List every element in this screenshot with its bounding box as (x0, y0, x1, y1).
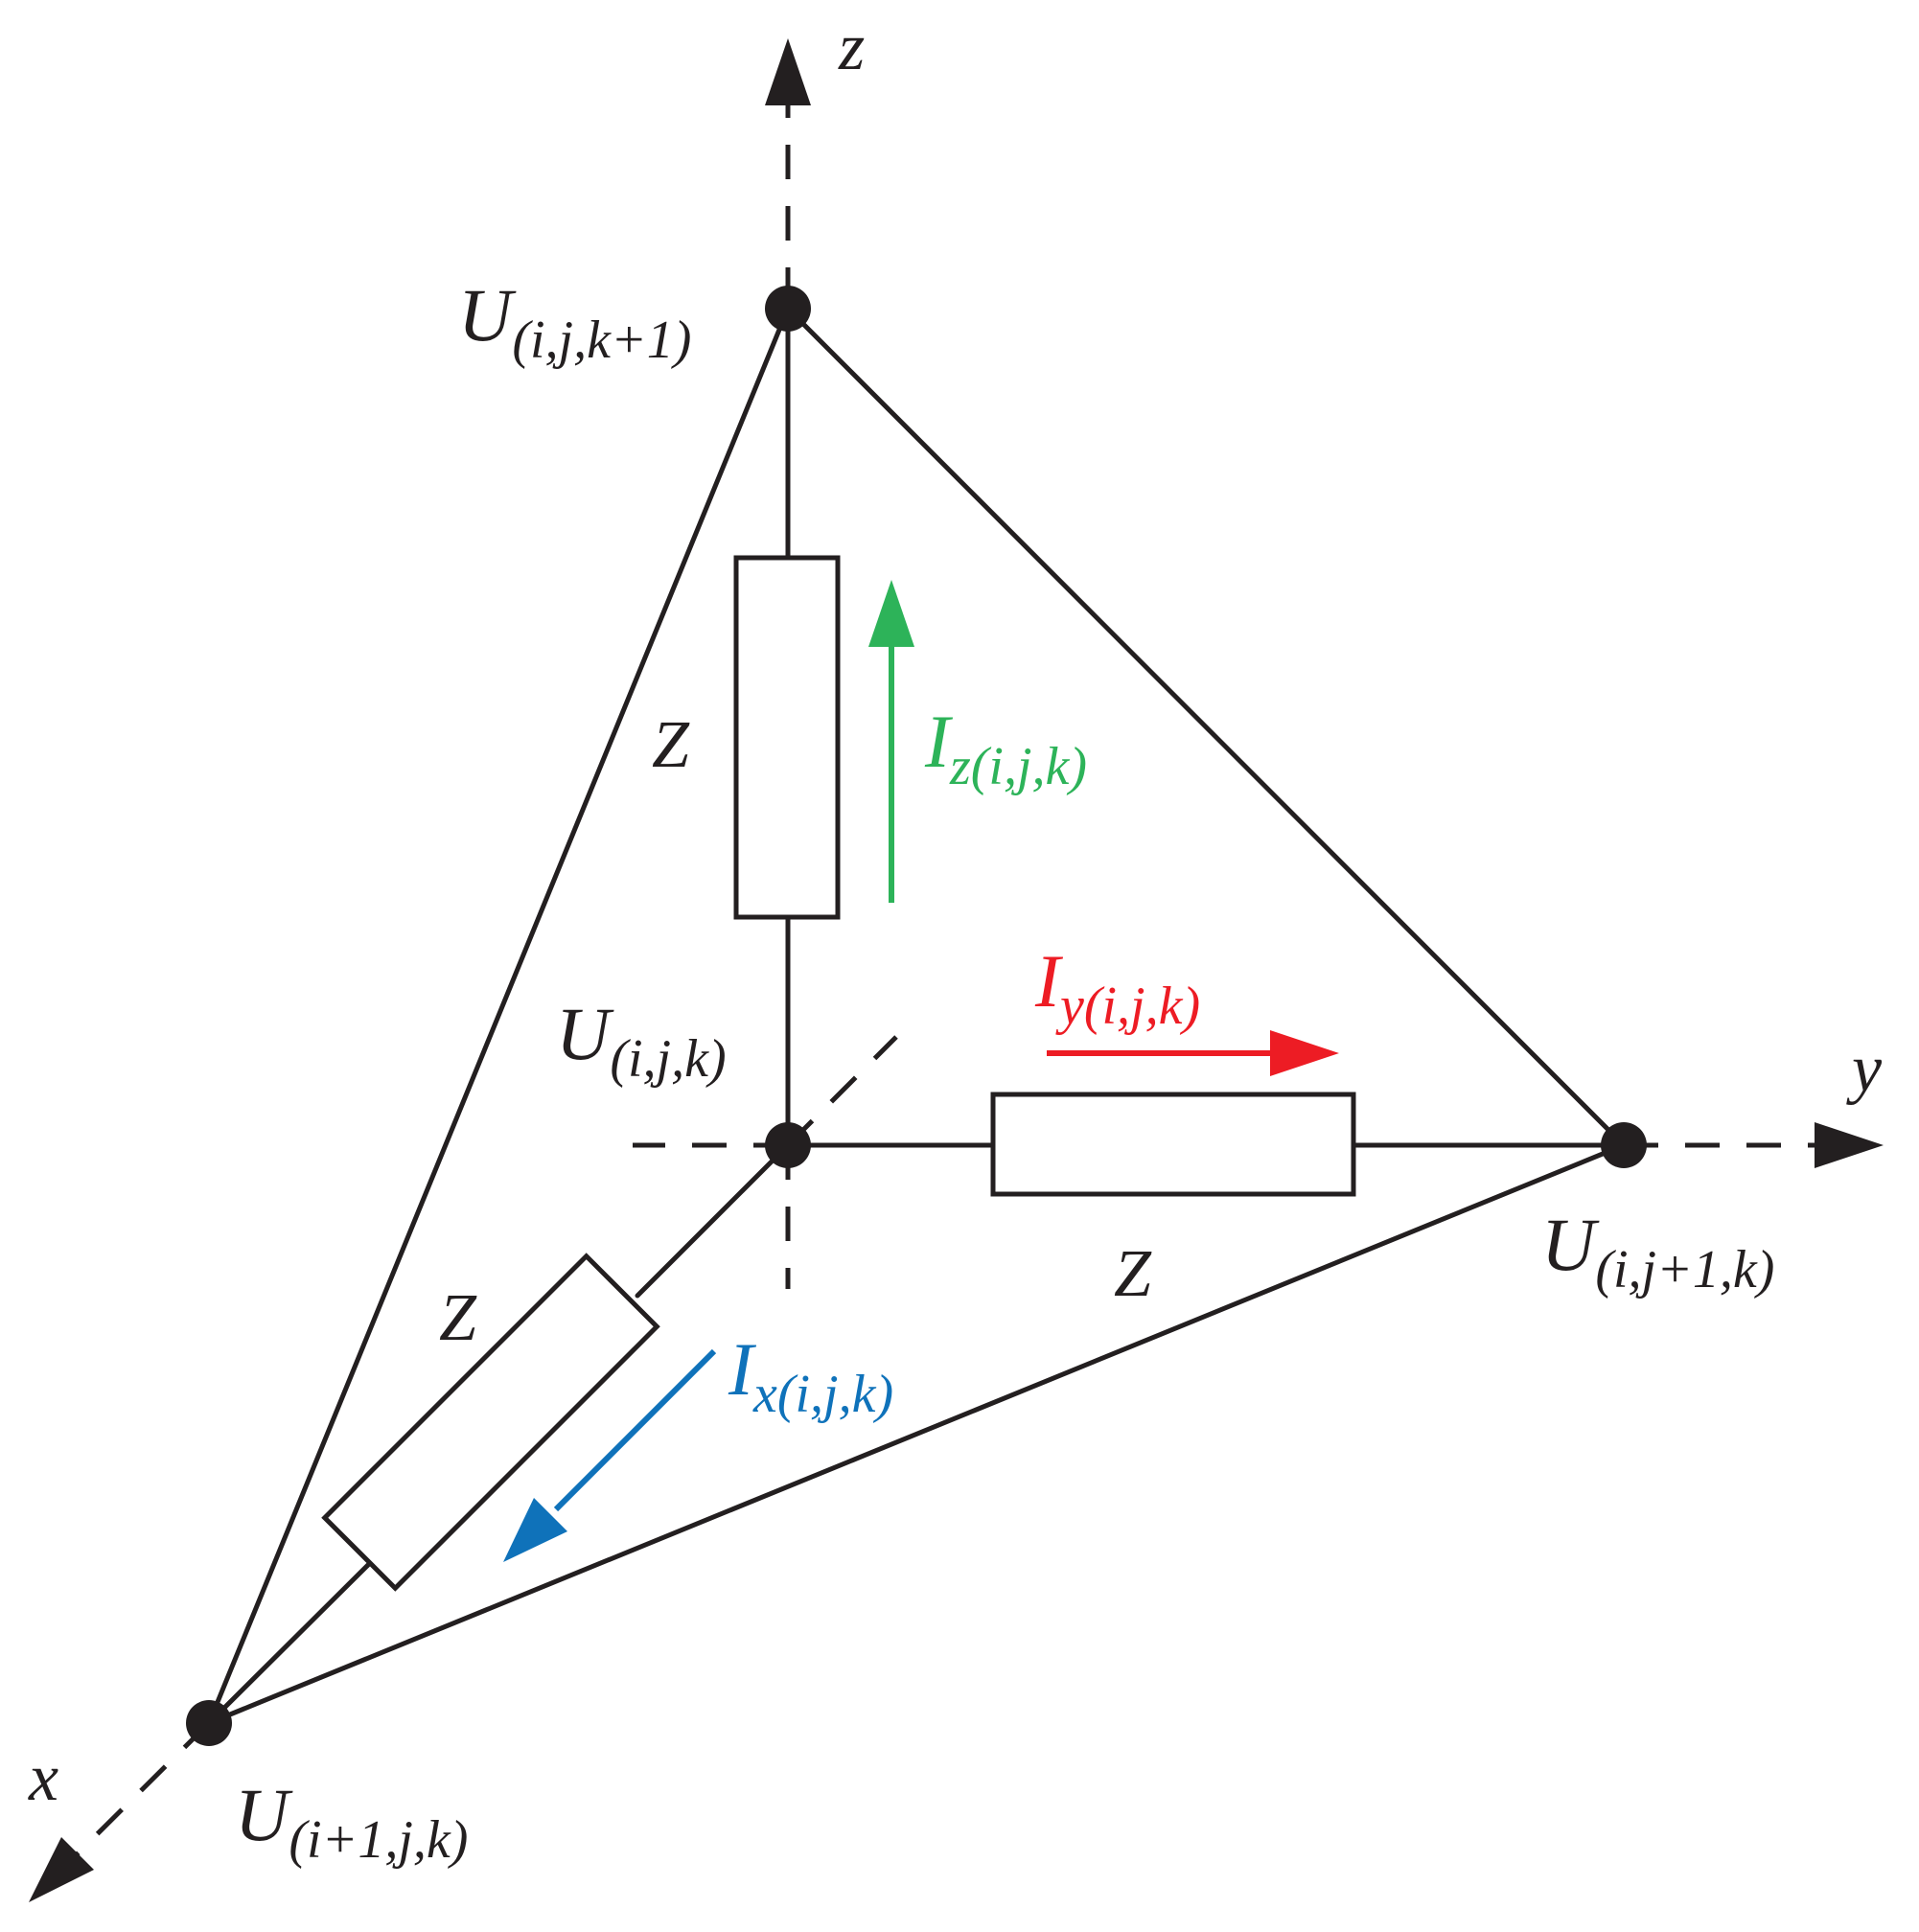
edge-top-left (206, 306, 791, 1726)
edge-left-right (206, 1142, 1627, 1726)
z-axis-arrowhead (765, 38, 811, 105)
resistor-y (990, 1092, 1356, 1197)
current-y-symbol: I (1034, 939, 1064, 1023)
node-top-symbol: U (458, 273, 517, 356)
y-axis-label: y (1846, 1032, 1883, 1106)
node-left-symbol: U (235, 1773, 293, 1856)
node-label-right: U(i,j+1,k) (1541, 1203, 1774, 1300)
x-axis-label: x (28, 1741, 58, 1815)
x-wire-upper (635, 1142, 791, 1299)
node-label-center: U(i,j,k) (556, 992, 727, 1089)
impedance-label-y: Z (1114, 1237, 1152, 1311)
node-left (186, 1700, 232, 1746)
y-axis-arrowhead (1815, 1122, 1884, 1168)
z-axis-label: z (838, 11, 865, 84)
edge-top-right (785, 306, 1627, 1148)
node-top-subscript: (i,j,k+1) (512, 310, 691, 370)
node-center-symbol: U (556, 992, 614, 1075)
node-left-subscript: (i+1,j,k) (289, 1810, 468, 1870)
node-right-symbol: U (1541, 1203, 1600, 1286)
impedance-label-x: Z (439, 1281, 477, 1355)
x-wire-lower (206, 1553, 380, 1726)
current-z-arrowhead (868, 580, 914, 647)
resistor-z (733, 555, 841, 920)
current-arrow-z (868, 580, 914, 903)
current-label-y: Iy(i,j,k) (1034, 939, 1200, 1036)
current-x-arrowhead (503, 1498, 567, 1562)
node-center (765, 1122, 811, 1168)
node-label-left: U(i+1,j,k) (235, 1773, 468, 1870)
impedance-label-z: Z (652, 708, 690, 782)
current-label-z: Iz(i,j,k) (924, 700, 1087, 796)
x-axis-arrowhead (29, 1837, 94, 1902)
current-label-x: Ix(i,j,k) (728, 1327, 893, 1424)
current-arrow-y (1047, 1030, 1339, 1076)
current-x-symbol: I (728, 1327, 757, 1411)
node-right-subscript: (i,j+1,k) (1595, 1240, 1774, 1300)
current-z-subscript: z(i,j,k) (949, 737, 1087, 796)
node-top (765, 286, 811, 332)
x-axis-back (786, 1035, 898, 1147)
node-right (1601, 1122, 1647, 1168)
resistor-x (321, 1253, 660, 1592)
current-y-arrowhead (1270, 1030, 1339, 1076)
current-y-subscript: y(i,j,k) (1055, 977, 1200, 1036)
x-axis-front (60, 1721, 211, 1871)
current-arrow-x (503, 1348, 717, 1562)
node-center-subscript: (i,j,k) (610, 1029, 726, 1089)
current-x-shaft (553, 1348, 717, 1512)
current-x-subscript: x(i,j,k) (752, 1365, 893, 1424)
current-z-symbol: I (924, 700, 954, 783)
node-label-top: U(i,j,k+1) (458, 273, 691, 370)
